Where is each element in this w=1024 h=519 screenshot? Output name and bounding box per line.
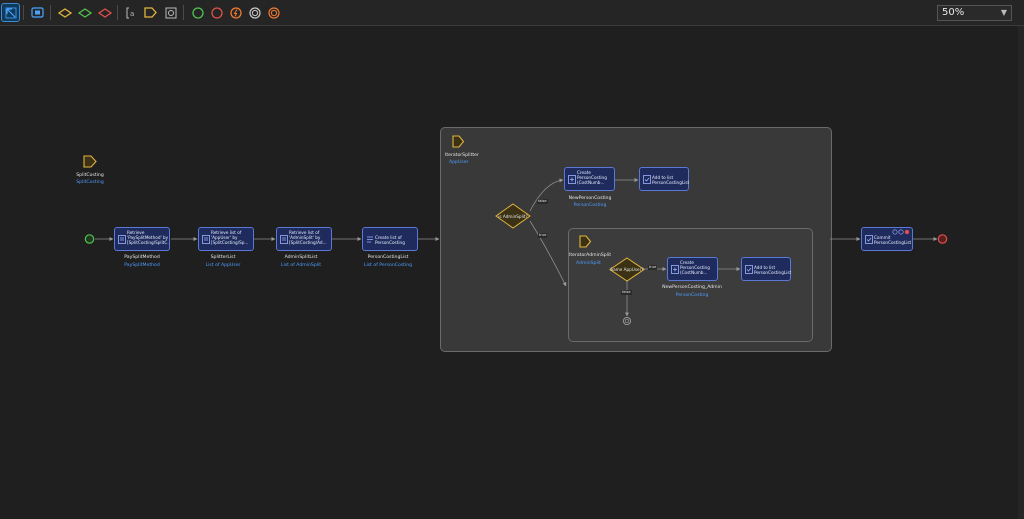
vertical-scrollbar[interactable]	[1018, 26, 1024, 519]
add-to-list-icon	[643, 175, 651, 184]
output-variable-type: List of AdminSplit	[280, 263, 322, 268]
pointer-icon	[5, 7, 16, 18]
parameter-name: SplitCosting	[76, 173, 104, 178]
loop-tool-button[interactable]	[162, 4, 179, 21]
add-to-list-activity[interactable]: Add to list PersonCostingList	[741, 257, 791, 281]
pointer-tool-button[interactable]	[1, 3, 20, 22]
zoom-value: 50%	[942, 7, 965, 18]
output-variable-name: NewPersonCosting_Admin	[662, 285, 722, 290]
start-event-icon	[191, 6, 204, 19]
activity-caption: Create list of PersonCosting	[375, 235, 405, 245]
commit-icon	[865, 235, 873, 244]
start-event-tool-button[interactable]	[189, 4, 206, 21]
output-variable-type: List of PersonCosting	[363, 263, 413, 268]
error-event-tool-button[interactable]	[227, 4, 244, 21]
merge-tool-button[interactable]	[96, 4, 113, 21]
toolbar-separator	[23, 5, 24, 20]
break-event-tool-button[interactable]	[265, 4, 282, 21]
create-person-costing-list-activity[interactable]: Create list of PersonCosting	[362, 227, 418, 251]
activity-tool-button[interactable]	[29, 4, 46, 21]
activity-icon	[31, 7, 44, 18]
activity-caption: Add to list PersonCostingList	[652, 175, 690, 185]
svg-text:a: a	[130, 10, 134, 18]
commit-activity[interactable]: Commit PersonCostingList	[861, 227, 913, 251]
create-object-icon	[568, 175, 576, 184]
red-diamond-icon	[97, 7, 112, 18]
retrieve-app-user-list-activity[interactable]: Retrieve list of 'AppUser' by [SplitCost…	[198, 227, 254, 251]
decision-tool-button[interactable]	[56, 4, 73, 21]
end-event-tool-button[interactable]	[208, 4, 225, 21]
toolbar-separator	[50, 5, 51, 20]
green-diamond-icon	[77, 7, 92, 18]
output-variable-name: PaySplitMethod	[124, 255, 160, 260]
zoom-select[interactable]: 50% ▼	[937, 5, 1012, 21]
continue-event-icon	[248, 6, 261, 19]
activity-caption: Create PersonCosting (CostNumb...	[680, 260, 710, 275]
output-variable-name: NewPersonCosting	[568, 196, 612, 201]
loop-icon	[165, 7, 176, 18]
activity-caption: Commit PersonCostingList	[874, 235, 912, 245]
activity-caption: Create PersonCosting (CostNumb...	[577, 170, 607, 185]
object-type-decision-tool-button[interactable]	[76, 4, 93, 21]
activity-caption: Retrieve list of 'AppUser' by [SplitCost…	[211, 230, 249, 245]
activity-caption: Add to list PersonCostingList	[754, 265, 792, 275]
loop-iterator-admin-split[interactable]	[568, 228, 813, 342]
edge-label-false: false	[621, 290, 632, 295]
retrieve-icon	[202, 235, 210, 244]
commit-options-icons	[892, 229, 910, 235]
output-variable-type: PersonCosting	[675, 293, 709, 298]
annotation-tool-button[interactable]: a	[123, 4, 140, 21]
add-to-list-icon	[745, 265, 753, 274]
parameter-icon	[144, 7, 157, 18]
output-variable-name: AdminSplitList	[284, 255, 318, 260]
create-person-costing-activity[interactable]: Create PersonCosting (CostNumb...	[564, 167, 615, 191]
annotation-icon: a	[126, 7, 134, 18]
activity-caption: Retrieve list of 'AdminSplit' by [SplitC…	[289, 230, 327, 245]
add-to-list-activity[interactable]: Add to list PersonCostingList	[639, 167, 689, 191]
output-variable-name: PersonCostingList	[367, 255, 409, 260]
retrieve-admin-split-list-activity[interactable]: Retrieve list of 'AdminSplit' by [SplitC…	[276, 227, 332, 251]
loop-variable-name: IteratorAdminSplit	[569, 253, 612, 258]
retrieve-icon	[118, 235, 126, 244]
edge-label-false: false	[537, 199, 548, 204]
end-event-icon	[210, 6, 223, 19]
retrieve-icon	[280, 235, 288, 244]
continue-event-tool-button[interactable]	[246, 4, 263, 21]
decision-caption: is AdminSplit?	[498, 214, 528, 219]
toolbar: a 50% ▼	[0, 0, 1024, 26]
break-event-icon	[267, 6, 280, 19]
output-variable-type: List of AppUser	[205, 263, 241, 268]
toolbar-separator	[183, 5, 184, 20]
parameter-type: SplitCosting	[76, 180, 104, 185]
output-variable-name: SplitterList	[210, 255, 236, 260]
output-variable-type: PersonCosting	[573, 203, 607, 208]
retrieve-pay-split-method-activity[interactable]: Retrieve 'PaySplitMethod' by [SplitCosti…	[114, 227, 170, 251]
output-variable-type: PaySplitMethod	[124, 263, 160, 268]
loop-variable-type: AdminSplit	[576, 261, 601, 266]
create-person-costing-admin-activity[interactable]: Create PersonCosting (CostNumb...	[667, 257, 718, 281]
create-object-icon	[671, 265, 679, 274]
error-event-icon	[229, 6, 242, 19]
edge-label-true: true	[538, 233, 548, 238]
activity-caption: Retrieve 'PaySplitMethod' by [SplitCosti…	[127, 230, 169, 245]
chevron-down-icon: ▼	[1000, 8, 1007, 17]
parameter-tool-button[interactable]	[142, 4, 159, 21]
edge-label-true: true	[648, 265, 658, 270]
toolbar-separator	[117, 5, 118, 20]
loop-variable-name: IteratorSplitter	[445, 153, 479, 158]
create-list-icon	[367, 236, 373, 243]
loop-variable-type: AppUser	[449, 160, 469, 165]
decision-diamond-icon	[57, 7, 72, 18]
decision-caption: Same AppUser?	[610, 267, 644, 272]
